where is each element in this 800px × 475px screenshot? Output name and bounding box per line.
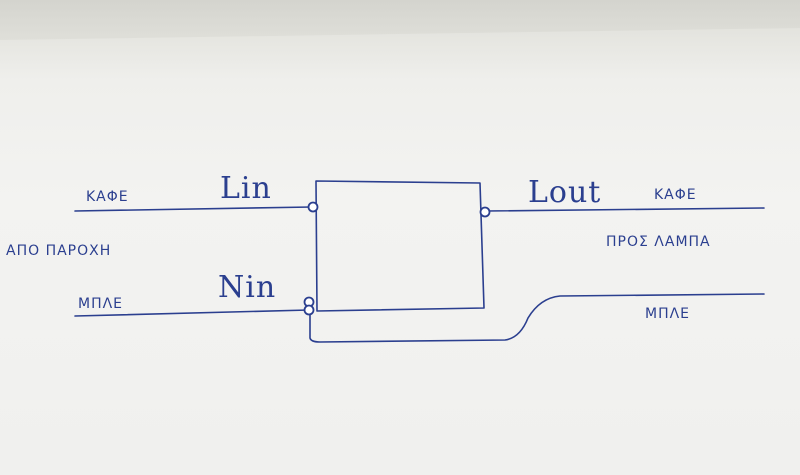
label-l-in: Lin (220, 171, 272, 206)
label-right-blue: ΜΠΛΕ (645, 306, 691, 322)
device-box (315, 180, 485, 312)
label-from-supply: ΑΠΟ ΠΑΡΟΧΗ (6, 243, 112, 259)
label-l-out: Lout (528, 175, 602, 210)
wire-live-in (74, 206, 313, 212)
label-right-brown: ΚΑΦΕ (654, 187, 697, 203)
wire-neutral-in (74, 309, 310, 317)
label-left-brown: ΚΑΦΕ (86, 189, 129, 205)
label-to-lamp: ΠΡΟΣ ΛΑΜΠΑ (606, 234, 711, 250)
wire-neutral-out (309, 293, 765, 343)
label-n-in: Nin (218, 270, 277, 305)
label-left-blue: ΜΠΛΕ (78, 296, 124, 312)
terminal-l-out (479, 206, 491, 218)
terminal-l-in (307, 201, 319, 213)
terminal-n-in-2 (303, 304, 315, 316)
wire-live-out (486, 207, 765, 212)
